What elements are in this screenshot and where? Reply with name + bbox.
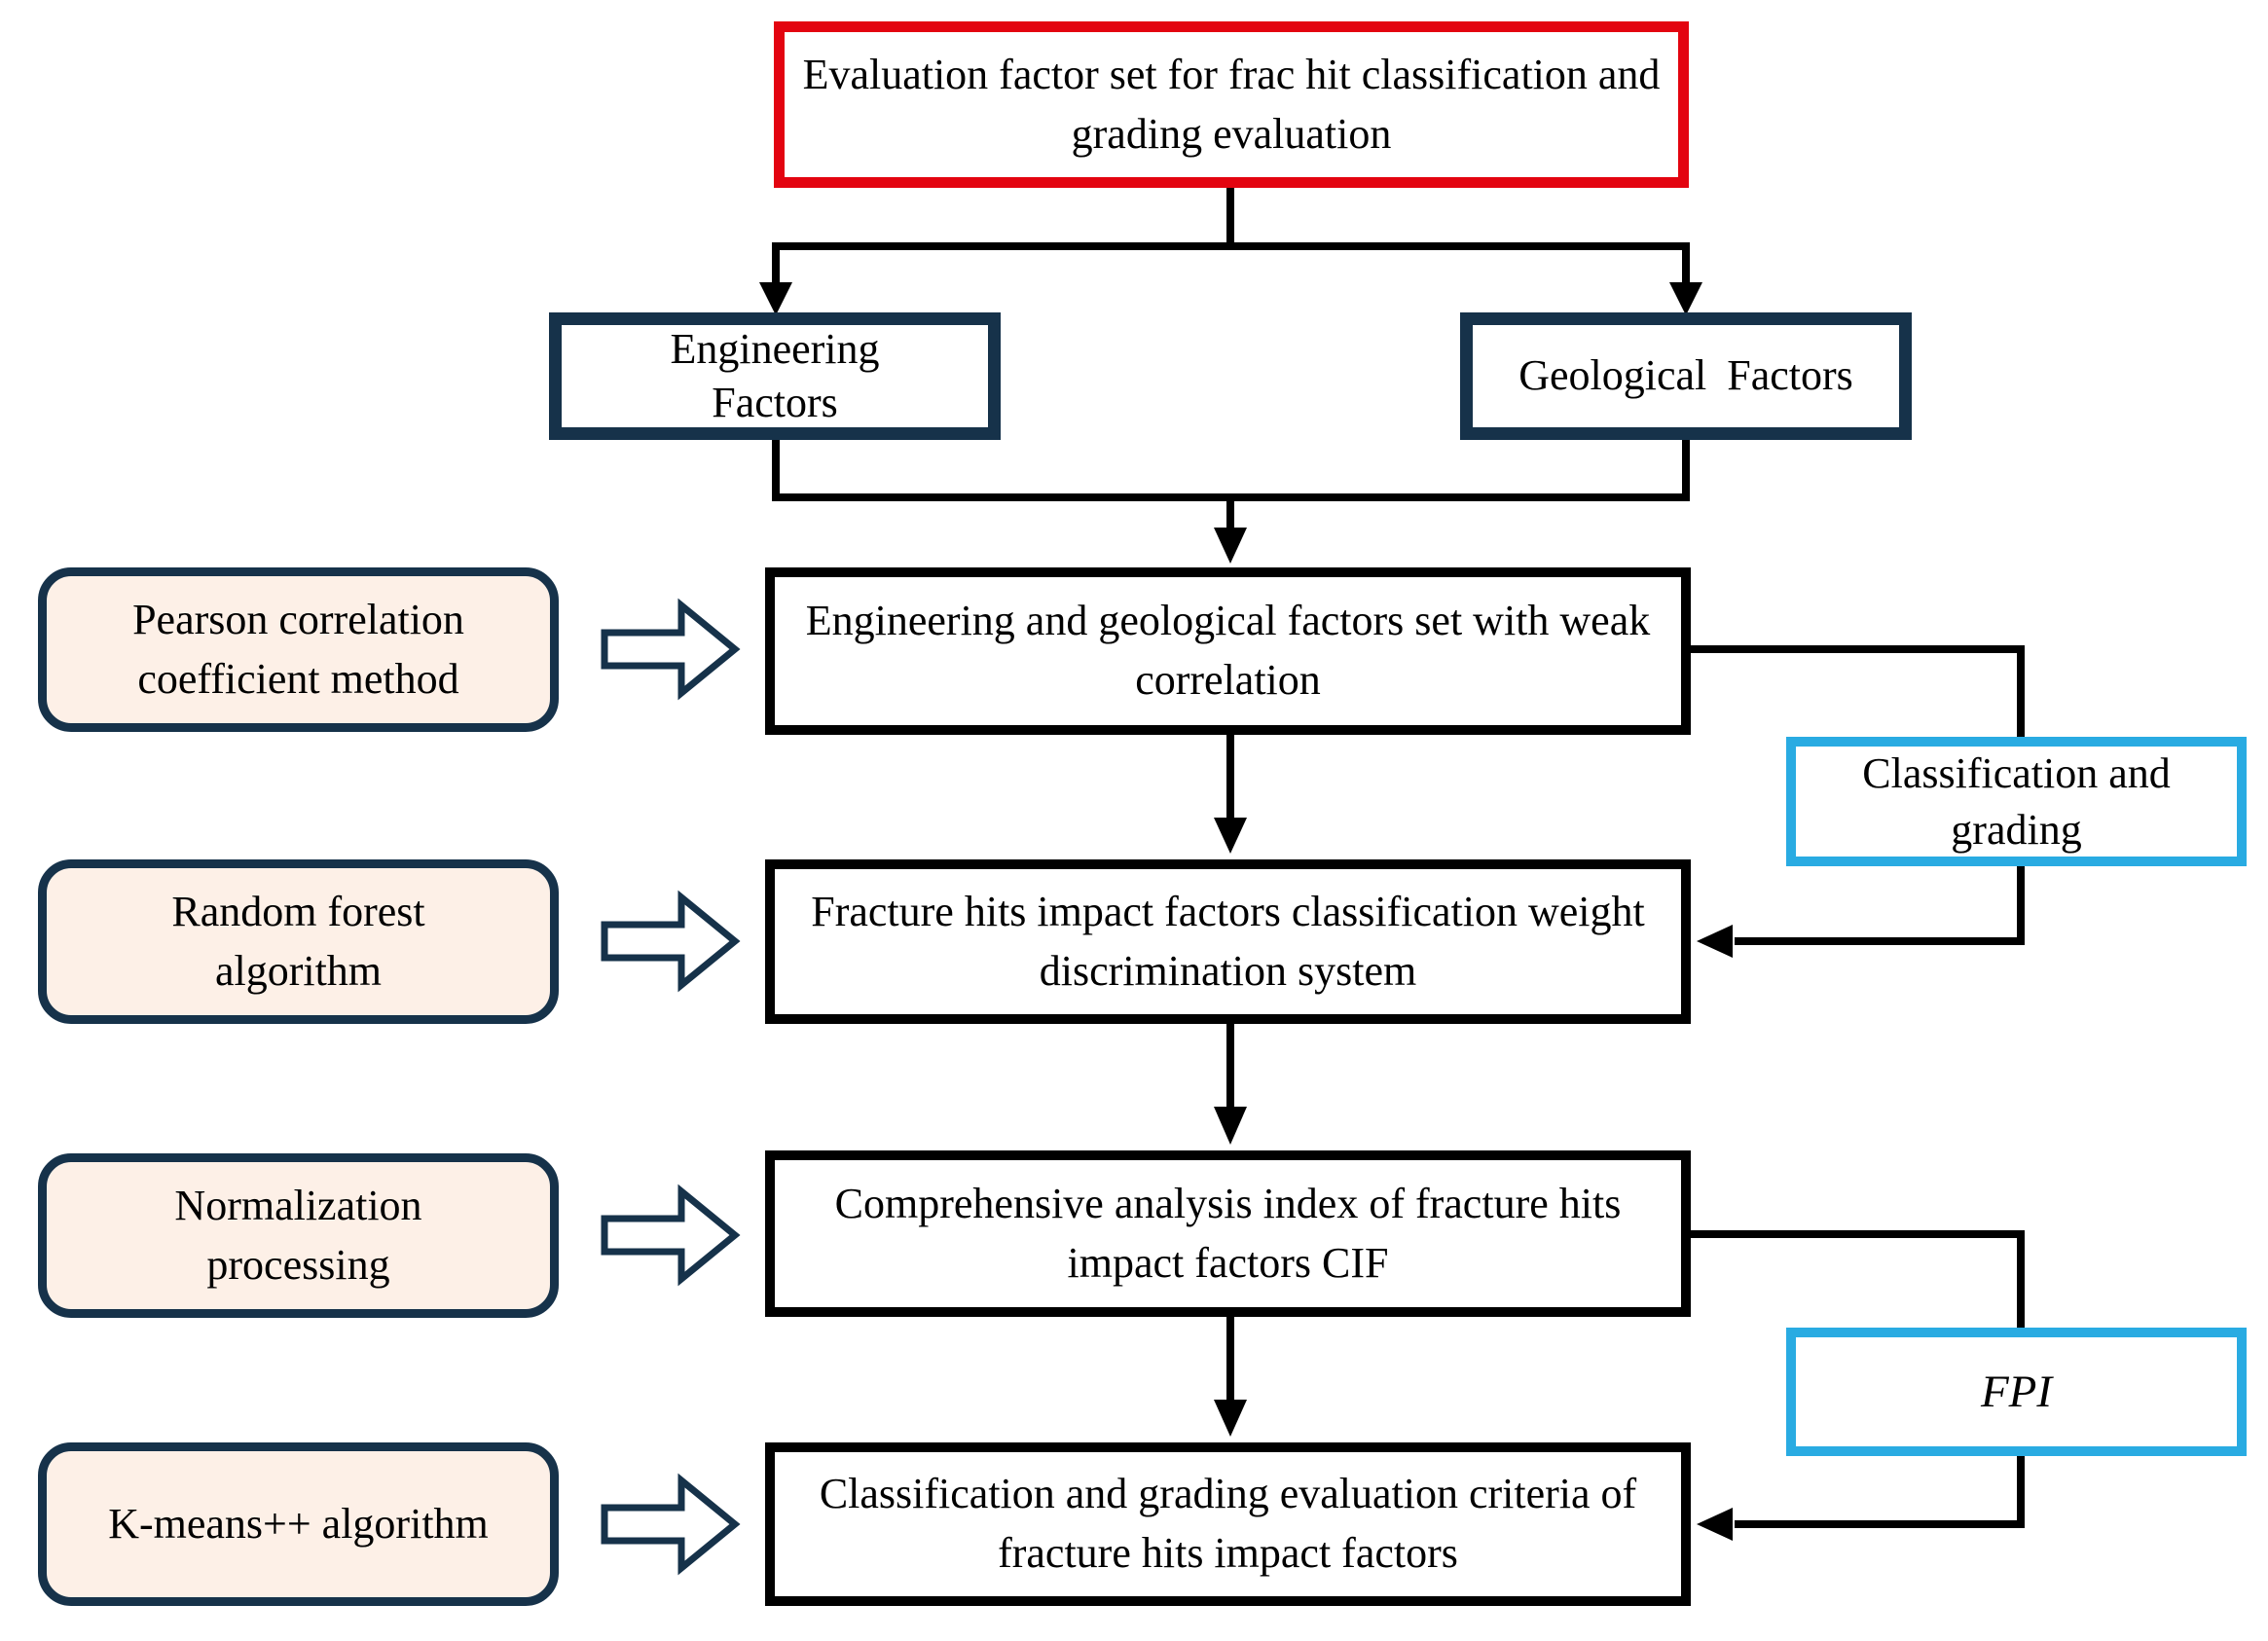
block-arrow-pearson-icon	[601, 598, 741, 701]
arrowhead-to-engineering	[759, 282, 792, 315]
connector-merge	[772, 440, 1690, 501]
arrowhead-to-process-3	[1214, 1107, 1247, 1145]
block-arrow-kmeans-icon	[601, 1473, 741, 1576]
geological-factors-box: Geological Factors	[1460, 312, 1912, 440]
block-arrow-random-forest-icon	[601, 890, 741, 993]
method-box-normalization: Normalization processing	[38, 1153, 559, 1318]
method-box-pearson: Pearson correlation coefficient method	[38, 567, 559, 732]
engineering-factors-box: Engineering Factors	[549, 312, 1001, 440]
annotation-box-classification-grading: Classification and grading	[1786, 737, 2247, 866]
connector-fpi-to-p4	[1735, 1456, 2025, 1528]
title-box: Evaluation factor set for frac hit class…	[774, 21, 1689, 188]
method-box-random-forest: Random forest algorithm	[38, 859, 559, 1024]
arrowhead-grading-to-p2	[1697, 925, 1733, 958]
connector-p3-to-fpi	[1691, 1230, 2025, 1328]
process-box-weight-discrimination: Fracture hits impact factors classificat…	[765, 859, 1691, 1024]
arrowhead-to-process-1	[1214, 528, 1247, 564]
process-box-cif-index: Comprehensive analysis index of fracture…	[765, 1150, 1691, 1317]
annotation-box-fpi: FPI	[1786, 1328, 2247, 1456]
process-box-grading-criteria: Classification and grading evaluation cr…	[765, 1442, 1691, 1606]
block-arrow-normalization-icon	[601, 1184, 741, 1287]
process-box-weak-correlation: Engineering and geological factors set w…	[765, 567, 1691, 735]
connector-p1-to-grading	[1691, 645, 2025, 737]
arrowhead-to-geological	[1669, 282, 1702, 315]
connector-grading-to-p2	[1735, 866, 2025, 945]
arrowhead-to-process-2	[1214, 818, 1247, 854]
arrowhead-to-process-4	[1214, 1400, 1247, 1437]
connector-split	[772, 242, 1690, 288]
arrowhead-fpi-to-p4	[1697, 1508, 1733, 1541]
method-box-kmeans: K-means++ algorithm	[38, 1442, 559, 1606]
